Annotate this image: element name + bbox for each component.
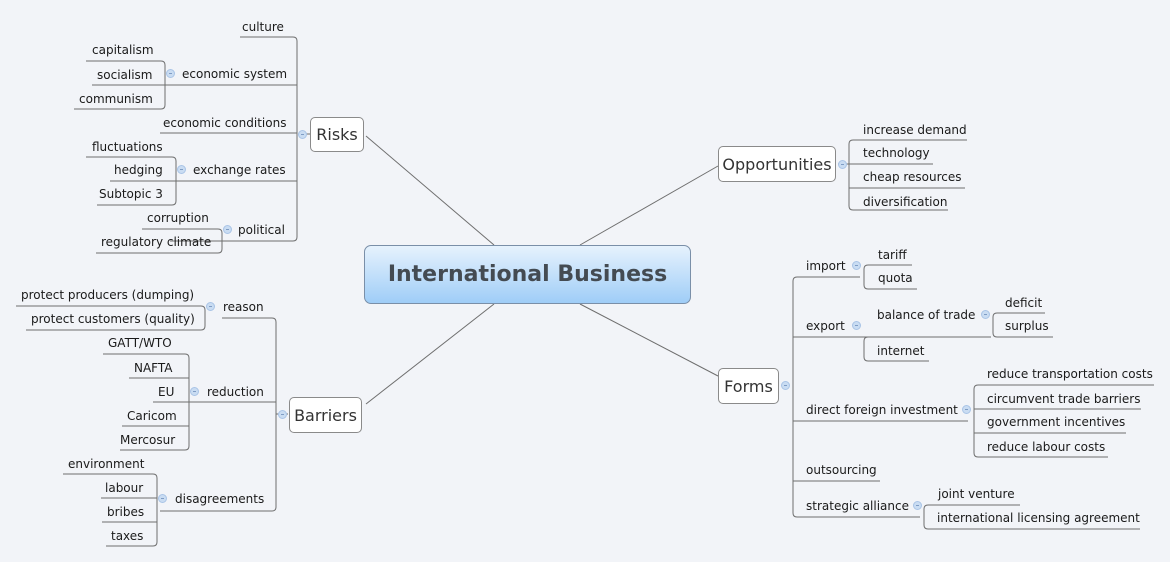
subtopic-economic-conditions[interactable]: economic conditions bbox=[163, 116, 287, 130]
subtopic-surplus[interactable]: surplus bbox=[1005, 319, 1049, 333]
subtopic-hedging[interactable]: hedging bbox=[114, 163, 163, 177]
subtopic-reduce-transportation-costs[interactable]: reduce transportation costs bbox=[987, 367, 1153, 381]
collapse-reduction-icon[interactable] bbox=[190, 387, 199, 396]
subtopic-circumvent-trade-barriers[interactable]: circumvent trade barriers bbox=[987, 392, 1141, 406]
collapse-risks-icon[interactable] bbox=[298, 130, 307, 139]
subtopic-outsourcing[interactable]: outsourcing bbox=[806, 463, 877, 477]
subtopic-taxes[interactable]: taxes bbox=[111, 529, 144, 543]
subtopic-reason[interactable]: reason bbox=[223, 300, 264, 314]
subtopic-caricom[interactable]: Caricom bbox=[127, 409, 177, 423]
subtopic-socialism[interactable]: socialism bbox=[97, 68, 153, 82]
subtopic-subtopic-3[interactable]: Subtopic 3 bbox=[99, 187, 163, 201]
topic-risks[interactable]: Risks bbox=[310, 117, 364, 152]
subtopic-communism[interactable]: communism bbox=[79, 92, 153, 106]
central-topic[interactable]: International Business bbox=[364, 245, 691, 304]
collapse-disagreements-icon[interactable] bbox=[158, 494, 167, 503]
subtopic-reduce-labour-costs[interactable]: reduce labour costs bbox=[987, 440, 1106, 454]
collapse-opportunities-icon[interactable] bbox=[838, 160, 847, 169]
subtopic-exchange-rates[interactable]: exchange rates bbox=[193, 163, 286, 177]
subtopic-deficit[interactable]: deficit bbox=[1005, 296, 1043, 310]
subtopic-tariff[interactable]: tariff bbox=[878, 248, 907, 262]
subtopic-increase-demand[interactable]: increase demand bbox=[863, 123, 967, 137]
collapse-exchange-rates-icon[interactable] bbox=[177, 165, 186, 174]
subtopic-diversification[interactable]: diversification bbox=[863, 195, 948, 209]
collapse-economic-system-icon[interactable] bbox=[166, 69, 175, 78]
subtopic-fluctuations[interactable]: fluctuations bbox=[92, 140, 163, 154]
subtopic-labour[interactable]: labour bbox=[105, 481, 144, 495]
subtopic-protect-customers[interactable]: protect customers (quality) bbox=[31, 312, 195, 326]
subtopic-cheap-resources[interactable]: cheap resources bbox=[863, 170, 962, 184]
collapse-strategic-alliance-icon[interactable] bbox=[913, 501, 922, 510]
subtopic-mercosur[interactable]: Mercosur bbox=[120, 433, 176, 447]
collapse-balance-of-trade-icon[interactable] bbox=[981, 310, 990, 319]
topic-barriers[interactable]: Barriers bbox=[289, 397, 362, 433]
collapse-political-icon[interactable] bbox=[223, 225, 232, 234]
subtopic-nafta[interactable]: NAFTA bbox=[134, 361, 173, 375]
subtopic-bribes[interactable]: bribes bbox=[107, 505, 145, 519]
subtopic-disagreements[interactable]: disagreements bbox=[175, 492, 265, 506]
subtopic-quota[interactable]: quota bbox=[878, 271, 913, 285]
subtopic-political[interactable]: political bbox=[238, 223, 285, 237]
collapse-dfi-icon[interactable] bbox=[962, 405, 971, 414]
subtopic-corruption[interactable]: corruption bbox=[147, 211, 209, 225]
subtopic-import[interactable]: import bbox=[806, 259, 846, 273]
subtopic-international-licensing-agreement[interactable]: international licensing agreement bbox=[937, 511, 1140, 525]
subtopic-joint-venture[interactable]: joint venture bbox=[938, 487, 1015, 501]
topic-forms[interactable]: Forms bbox=[718, 368, 779, 404]
subtopic-environment[interactable]: environment bbox=[68, 457, 145, 471]
collapse-export-icon[interactable] bbox=[852, 321, 861, 330]
subtopic-capitalism[interactable]: capitalism bbox=[92, 43, 154, 57]
subtopic-protect-producers[interactable]: protect producers (dumping) bbox=[21, 288, 195, 302]
topic-opportunities[interactable]: Opportunities bbox=[718, 146, 836, 182]
collapse-forms-icon[interactable] bbox=[781, 381, 790, 390]
collapse-import-icon[interactable] bbox=[852, 261, 861, 270]
subtopic-economic-system[interactable]: economic system bbox=[182, 67, 288, 81]
subtopic-eu[interactable]: EU bbox=[158, 385, 175, 399]
subtopic-export[interactable]: export bbox=[806, 319, 845, 333]
subtopic-technology[interactable]: technology bbox=[863, 146, 930, 160]
subtopic-strategic-alliance[interactable]: strategic alliance bbox=[806, 499, 909, 513]
subtopic-reduction[interactable]: reduction bbox=[207, 385, 264, 399]
subtopic-government-incentives[interactable]: government incentives bbox=[987, 415, 1126, 429]
subtopic-gatt-wto[interactable]: GATT/WTO bbox=[108, 336, 172, 350]
subtopic-balance-of-trade[interactable]: balance of trade bbox=[877, 308, 976, 322]
subtopic-culture[interactable]: culture bbox=[242, 20, 284, 34]
collapse-reason-icon[interactable] bbox=[206, 302, 215, 311]
subtopic-direct-foreign-investment[interactable]: direct foreign investment bbox=[806, 403, 958, 417]
subtopic-regulatory-climate[interactable]: regulatory climate bbox=[101, 235, 212, 249]
collapse-barriers-icon[interactable] bbox=[278, 410, 287, 419]
subtopic-internet[interactable]: internet bbox=[877, 344, 925, 358]
